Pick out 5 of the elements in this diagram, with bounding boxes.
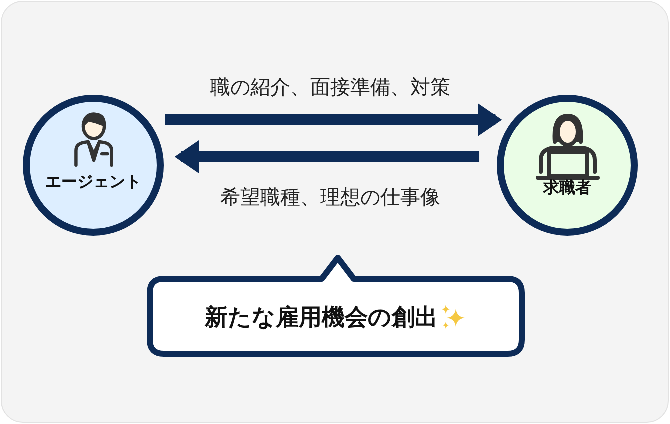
arrow: [165, 104, 502, 136]
arrow: [174, 140, 480, 174]
node-label: 求職者: [544, 178, 592, 198]
bubble-text: 新たな雇用機会の創出: [205, 305, 438, 331]
node-label: エージェント: [46, 172, 142, 192]
